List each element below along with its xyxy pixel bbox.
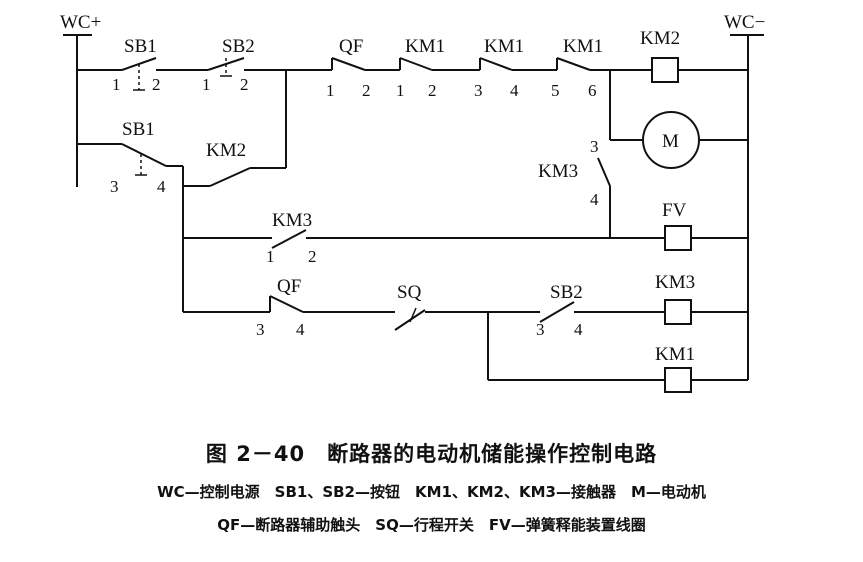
figure-caption-title: 图 2－40 断路器的电动机储能操作控制电路 <box>205 442 658 466</box>
qf-bottom-contact <box>269 295 304 313</box>
km1-coil-label: KM1 <box>655 344 695 365</box>
sb2-top-label: SB2 <box>222 36 255 57</box>
km1-contact-b <box>479 57 513 71</box>
km3-v-label: KM3 <box>538 161 578 182</box>
qf-top-contact <box>331 57 366 71</box>
km2-coil-label: KM2 <box>640 28 680 49</box>
motor-label: M <box>662 131 679 152</box>
qf-bottom-term-4: 4 <box>296 320 305 339</box>
bus-wc-negative-label: WC− <box>724 12 765 33</box>
sb1-top-label: SB1 <box>124 36 157 57</box>
km1-coil <box>664 367 692 393</box>
sb2-bottom-label: SB2 <box>550 282 583 303</box>
sb2-bottom-button <box>539 301 575 323</box>
km1-b-term-3: 3 <box>474 81 483 100</box>
sb2-top-term-2: 2 <box>240 75 249 94</box>
bus-wc-positive-label: WC+ <box>60 12 101 33</box>
km1-b-term-4: 4 <box>510 81 519 100</box>
qf-bottom-label: QF <box>277 276 301 297</box>
qf-top-label: QF <box>339 36 363 57</box>
fv-coil <box>664 225 692 251</box>
sb1-top-term-2: 2 <box>152 75 161 94</box>
km1-c-term-5: 5 <box>551 81 560 100</box>
km1-c-term-6: 6 <box>588 81 597 100</box>
sb2-bottom-term-3: 3 <box>536 320 545 339</box>
km3-h-contact <box>271 229 307 249</box>
figure-legend-line-1: WC—控制电源 SB1、SB2—按钮 KM1、KM2、KM3—接触器 M—电动机 <box>157 483 706 501</box>
km3-v-contact <box>597 157 611 187</box>
sb1-top-term-1: 1 <box>112 75 121 94</box>
sb2-top-button <box>207 57 245 77</box>
km1-c-label: KM1 <box>563 36 603 57</box>
control-circuit-diagram: WC+ WC− SB1 1 2 SB2 1 2 QF 1 2 KM1 1 2 K… <box>60 12 765 393</box>
sb2-bottom-term-4: 4 <box>574 320 583 339</box>
sb2-top-term-1: 1 <box>202 75 211 94</box>
km3-coil <box>664 299 692 325</box>
sq-label: SQ <box>397 282 422 303</box>
km2-contact-label: KM2 <box>206 140 246 161</box>
km1-a-term-1: 1 <box>396 81 405 100</box>
figure-legend-line-2: QF—断路器辅助触头 SQ—行程开关 FV—弹簧释能装置线圈 <box>217 516 646 534</box>
sb1-top-button <box>121 57 157 91</box>
sq-limit-switch <box>394 307 426 331</box>
sb1-mid-button <box>121 143 167 176</box>
km2-coil <box>651 57 679 83</box>
sb1-mid-term-3: 3 <box>110 177 119 196</box>
km1-a-term-2: 2 <box>428 81 437 100</box>
km3-v-term-4: 4 <box>590 190 599 209</box>
km2-contact <box>209 167 251 187</box>
km3-coil-label: KM3 <box>655 272 695 293</box>
sb1-mid-term-4: 4 <box>157 177 166 196</box>
km1-b-label: KM1 <box>484 36 524 57</box>
km1-a-label: KM1 <box>405 36 445 57</box>
km3-h-label: KM3 <box>272 210 312 231</box>
qf-bottom-term-3: 3 <box>256 320 265 339</box>
km1-contact-c <box>556 57 591 71</box>
km3-h-term-1: 1 <box>266 247 275 266</box>
km3-v-term-3: 3 <box>590 137 599 156</box>
qf-top-term-2: 2 <box>362 81 371 100</box>
fv-coil-label: FV <box>662 200 687 221</box>
qf-top-term-1: 1 <box>326 81 335 100</box>
sb1-mid-label: SB1 <box>122 119 155 140</box>
km1-contact-a <box>399 57 433 71</box>
km3-h-term-2: 2 <box>308 247 317 266</box>
